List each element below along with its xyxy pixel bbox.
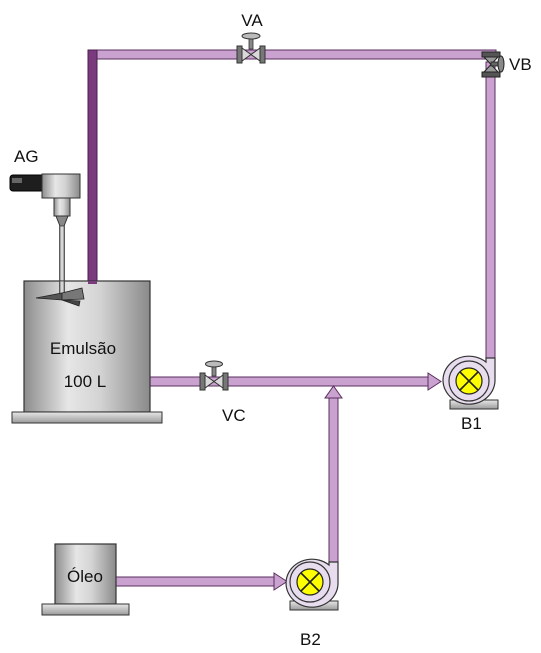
label-tank-volume: 100 L [64,372,107,391]
pipe-b2-riser [328,395,339,574]
pipe-b1-riser [485,61,496,373]
valve-vb [481,51,505,78]
valve-vc [199,360,229,391]
pipe-b2-inlet-arrow [273,572,288,591]
pump-b1 [442,355,499,410]
valve-va [236,32,266,64]
label-oil: Óleo [67,567,103,586]
pipe-return-inside [88,281,97,284]
label-ag: AG [14,147,39,166]
label-b2: B2 [300,630,321,649]
label-vc: VC [222,406,246,425]
agitator-impeller [35,280,85,307]
label-va: VA [241,11,263,30]
label-tank-name: Emulsão [50,339,116,358]
label-b1: B1 [461,414,482,433]
oil-tank [41,543,130,616]
label-vb: VB [509,55,532,74]
pipe-top [91,49,497,60]
pump-b2 [285,558,339,611]
pipe-b2-riser-arrow [324,385,343,399]
emulsion-tank [11,280,163,424]
pipe-oil-outlet [115,576,277,587]
pipe-tank-outlet [149,376,431,387]
pipe-return-vertical [87,49,98,284]
pipe-b1-inlet-arrow [427,372,442,391]
